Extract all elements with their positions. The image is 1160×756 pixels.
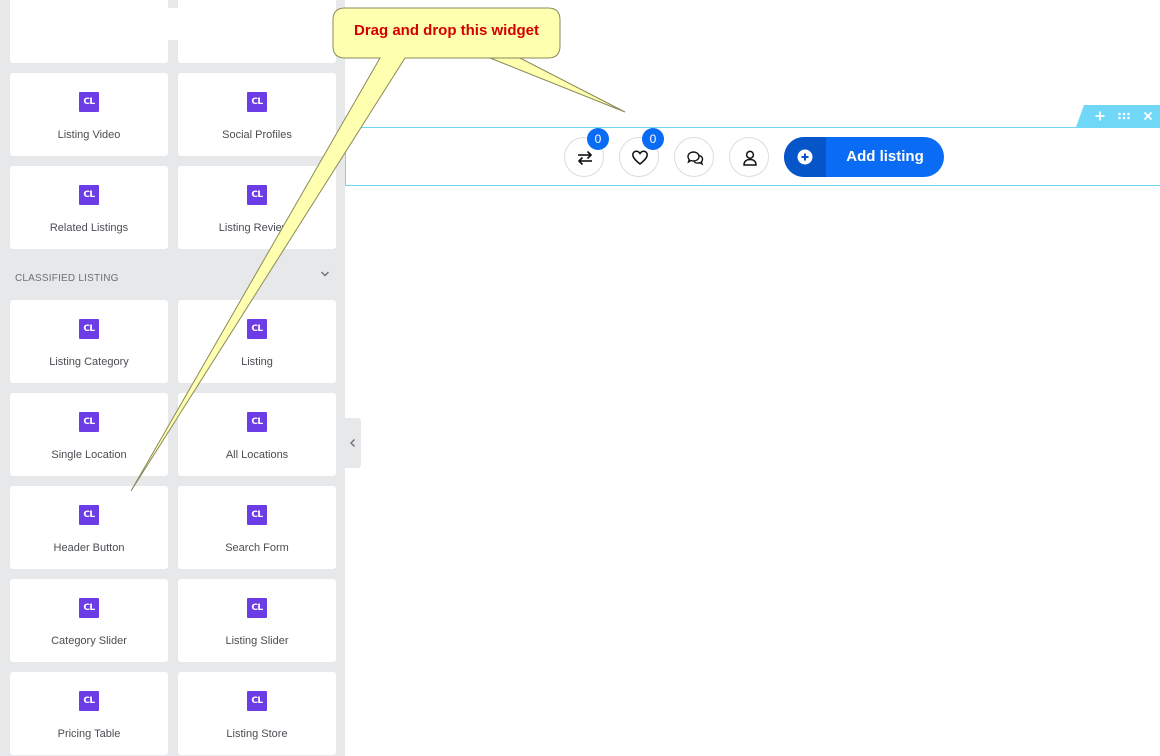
widget-card-partial[interactable] (178, 0, 336, 63)
widget-card-partial[interactable] (10, 0, 168, 63)
section-toolbar (1076, 105, 1160, 127)
cl-logo-icon: CL (247, 92, 267, 112)
widget-label: Search Form (225, 542, 289, 554)
account-button[interactable] (729, 137, 769, 177)
add-section-icon[interactable] (1092, 108, 1108, 124)
user-icon (743, 150, 757, 166)
chat-bubbles-icon (687, 151, 704, 166)
cl-logo-icon: CL (247, 691, 267, 711)
widget-label: Listing (241, 356, 273, 368)
widget-label: Listing Video (57, 129, 121, 141)
cl-logo-icon: CL (79, 92, 99, 112)
widget-listing-category[interactable]: CL Listing Category (10, 300, 168, 383)
cl-logo-icon: CL (79, 185, 99, 205)
cl-logo-icon: CL (79, 412, 99, 432)
heart-icon (632, 150, 648, 165)
widget-pricing-table[interactable]: CL Pricing Table (10, 672, 168, 755)
section-header-classified-listing[interactable]: CLASSIFIED LISTING (15, 268, 333, 284)
widget-category-slider[interactable]: CL Category Slider (10, 579, 168, 662)
widget-listing[interactable]: CL Listing (178, 300, 336, 383)
widget-single-location[interactable]: CL Single Location (10, 393, 168, 476)
widget-label: All Locations (225, 449, 289, 461)
widget-listing-video[interactable]: CL Listing Video (10, 73, 168, 156)
cl-logo-icon: CL (79, 505, 99, 525)
chevron-down-icon[interactable] (319, 268, 331, 280)
widget-label: Listing Slider (225, 635, 289, 647)
widget-label: Single Location (51, 449, 127, 461)
compare-arrows-icon (577, 150, 593, 166)
compare-count-badge: 0 (587, 128, 609, 150)
cl-logo-icon: CL (79, 598, 99, 618)
widget-label: Pricing Table (57, 728, 121, 740)
favorites-count-badge: 0 (642, 128, 664, 150)
collapse-panel-button[interactable] (345, 418, 361, 468)
widget-search-form[interactable]: CL Search Form (178, 486, 336, 569)
cl-logo-icon: CL (247, 185, 267, 205)
widget-social-profiles[interactable]: CL Social Profiles (178, 73, 336, 156)
cl-logo-icon: CL (247, 598, 267, 618)
widget-related-listings[interactable]: CL Related Listings (10, 166, 168, 249)
add-listing-button[interactable]: Add listing (784, 137, 944, 177)
widget-header-button[interactable]: CL Header Button (10, 486, 168, 569)
add-listing-label: Add listing (846, 148, 924, 165)
widget-label: Related Listings (49, 222, 129, 234)
widget-listing-slider[interactable]: CL Listing Slider (178, 579, 336, 662)
close-icon[interactable] (1140, 108, 1156, 124)
widget-label: Social Profiles (222, 129, 292, 141)
widget-listing-reviews[interactable]: CL Listing Reviews (178, 166, 336, 249)
cl-logo-icon: CL (247, 505, 267, 525)
widget-label: Listing Reviews (218, 222, 296, 234)
cl-logo-icon: CL (247, 319, 267, 339)
widget-listing-store[interactable]: CL Listing Store (178, 672, 336, 755)
section-title: CLASSIFIED LISTING (15, 273, 119, 284)
section-toolbar-bg (1076, 105, 1160, 127)
cl-logo-icon: CL (79, 691, 99, 711)
widget-label: Listing Store (226, 728, 288, 740)
messages-button[interactable] (674, 137, 714, 177)
widget-label: Header Button (53, 542, 125, 554)
cl-logo-icon: CL (79, 319, 99, 339)
plus-circle-icon (797, 149, 813, 165)
drag-handle-icon[interactable] (1116, 108, 1132, 124)
widget-panel: CL Listing Video CL Social Profiles CL R… (0, 0, 345, 756)
widget-all-locations[interactable]: CL All Locations (178, 393, 336, 476)
cl-logo-icon: CL (247, 412, 267, 432)
chevron-left-icon (350, 439, 355, 447)
callout-text: Drag and drop this widget (353, 22, 539, 39)
widget-label: Listing Category (49, 356, 129, 368)
widget-label: Category Slider (51, 635, 127, 647)
